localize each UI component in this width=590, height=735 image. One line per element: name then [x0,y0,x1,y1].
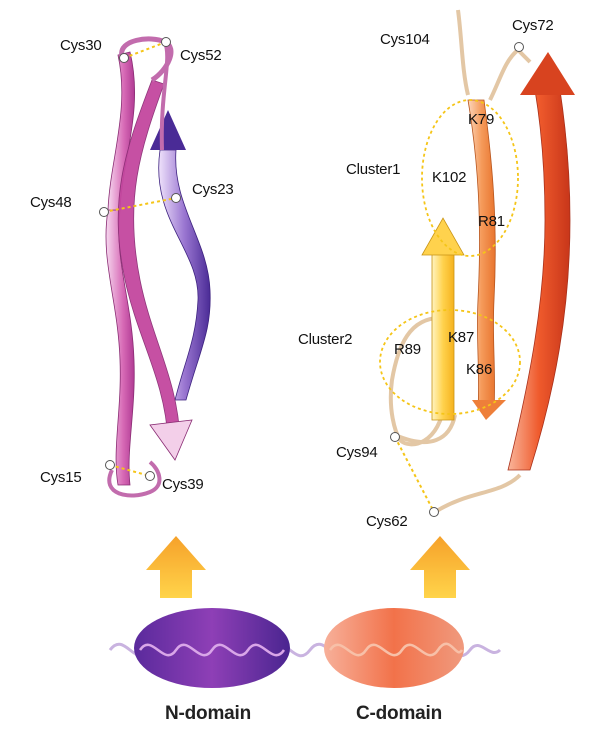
c-domain-label: C-domain [356,704,442,723]
cys52-dot [162,38,171,47]
label-cys52: Cys52 [180,48,222,63]
cys72-dot [515,43,524,52]
c-strand-red [508,90,570,470]
label-cys23: Cys23 [192,182,234,197]
label-cys39: Cys39 [162,477,204,492]
cys94-dot [391,433,400,442]
c-loop-top [458,10,468,95]
cys62-dot [430,508,439,517]
cys15-dot [106,461,115,470]
cys48-dot [100,208,109,217]
label-cys94: Cys94 [336,445,378,460]
label-cluster1: Cluster1 [346,162,400,177]
label-cys48: Cys48 [30,195,72,210]
label-cys62: Cys62 [366,514,408,529]
n-domain-ribbon [100,38,211,496]
label-k102: K102 [432,170,466,185]
cys23-dot [172,194,181,203]
n-arrowhead-pink [150,420,192,460]
n-domain-up-arrow [146,536,206,598]
label-k79: K79 [468,112,494,127]
label-cluster2: Cluster2 [298,332,352,347]
label-k87: K87 [448,330,474,345]
c-loop-cys62 [435,475,520,512]
n-arrowhead-purple [150,110,186,150]
label-cys72: Cys72 [512,18,554,33]
n-domain-label: N-domain [165,704,251,723]
label-k86: K86 [466,362,492,377]
label-r89: R89 [394,342,421,357]
cys30-dot [120,54,129,63]
label-cys15: Cys15 [40,470,82,485]
cys39-dot [146,472,155,481]
c-domain-ribbon [380,10,575,517]
c-domain-up-arrow [410,536,470,598]
c-arrowhead-yellow [422,218,464,255]
label-cys30: Cys30 [60,38,102,53]
label-cys104: Cys104 [380,32,430,47]
disulfide-cys94-cys62 [395,437,434,512]
label-r81: R81 [478,214,505,229]
